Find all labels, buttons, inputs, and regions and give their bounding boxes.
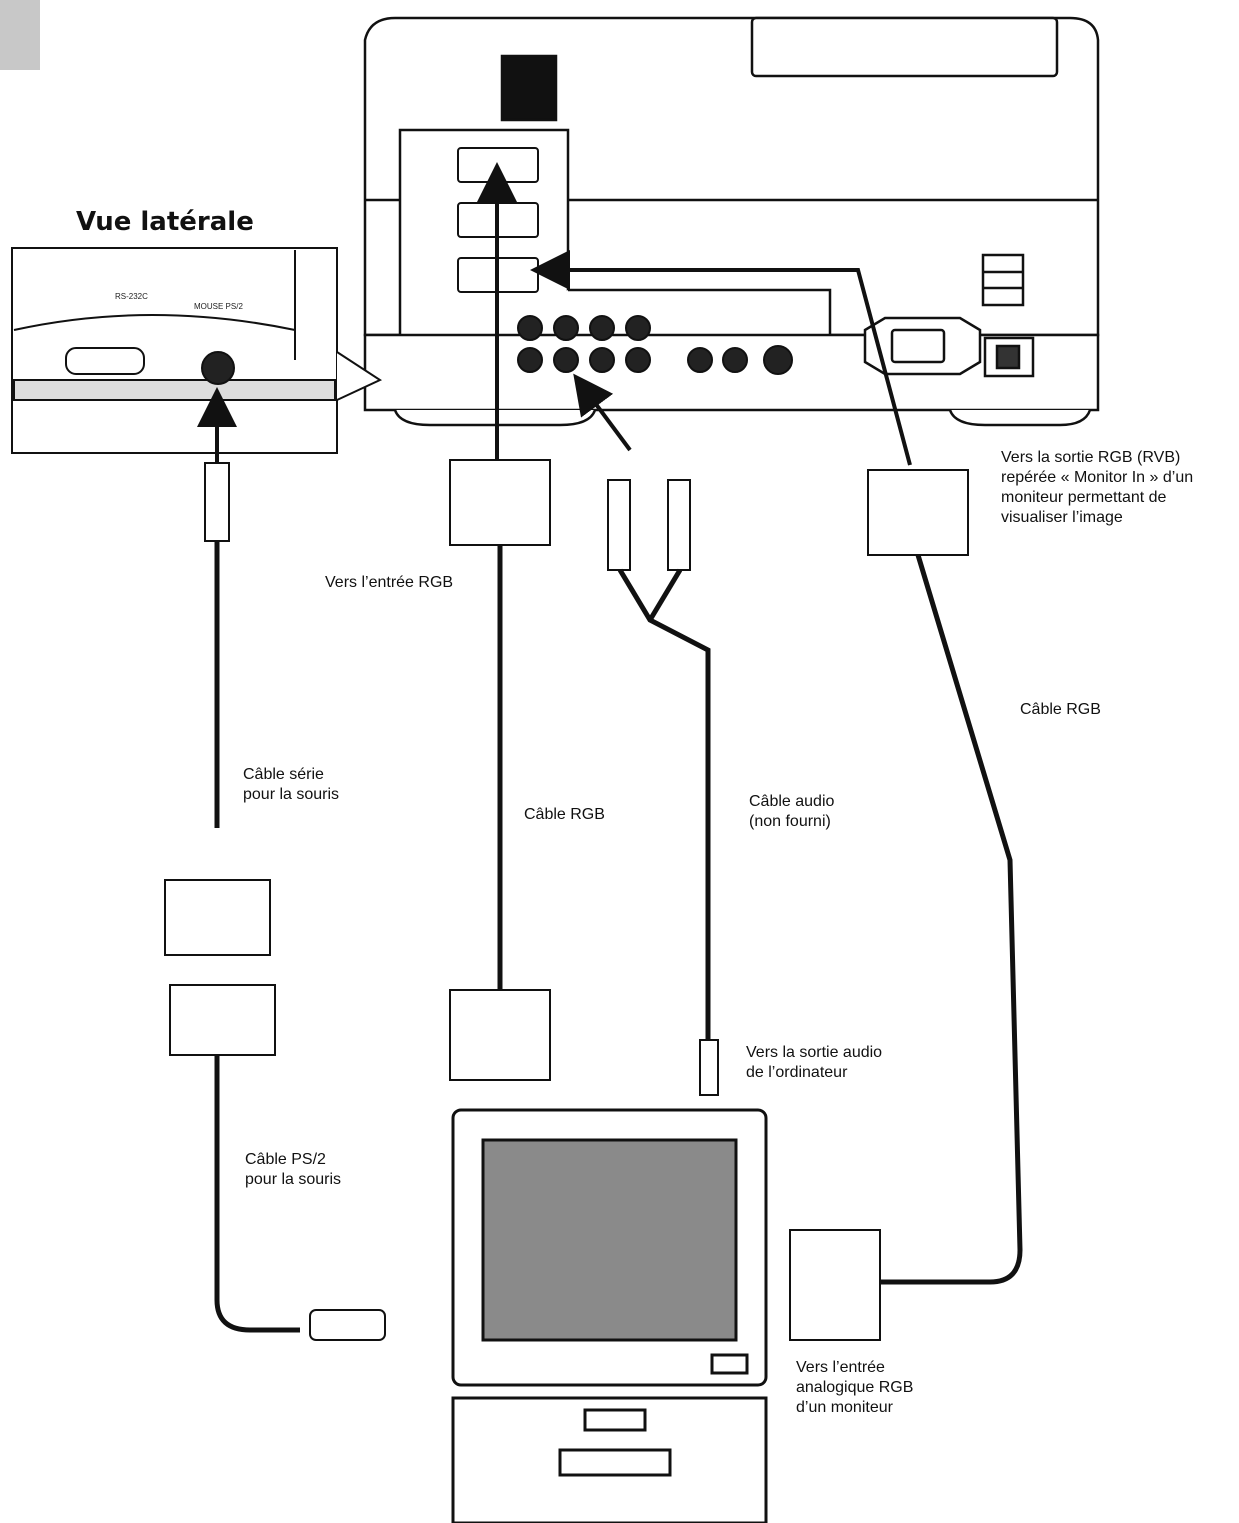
computer: [451, 1108, 768, 1523]
port-label-rs232c: RS-232C: [115, 292, 148, 301]
port-label-mouse-ps2: MOUSE PS/2: [194, 302, 243, 311]
page-corner-tab: [0, 0, 40, 70]
label-audio-cable: Câble audio(non fourni): [749, 793, 835, 830]
audio-cable: [607, 479, 719, 1096]
side-view-inset: [11, 247, 383, 454]
mouse-cable: [164, 462, 386, 1341]
connection-arrows: [197, 162, 912, 466]
rgb-cable-left: [449, 459, 551, 1081]
label-rgb-cable-left: Câble RGB: [524, 806, 605, 823]
label-rgb-cable-right: Câble RGB: [1020, 701, 1101, 718]
rgb-cable-right: [789, 469, 1023, 1341]
side-view-title: Vue latérale: [76, 207, 254, 237]
label-to-rgb-input: Vers l’entrée RGB: [325, 574, 454, 591]
projector-ports: [457, 147, 793, 375]
label-rgb-out-monitor: Vers la sortie RGB (RVB)repérée « Monito…: [1001, 449, 1194, 526]
